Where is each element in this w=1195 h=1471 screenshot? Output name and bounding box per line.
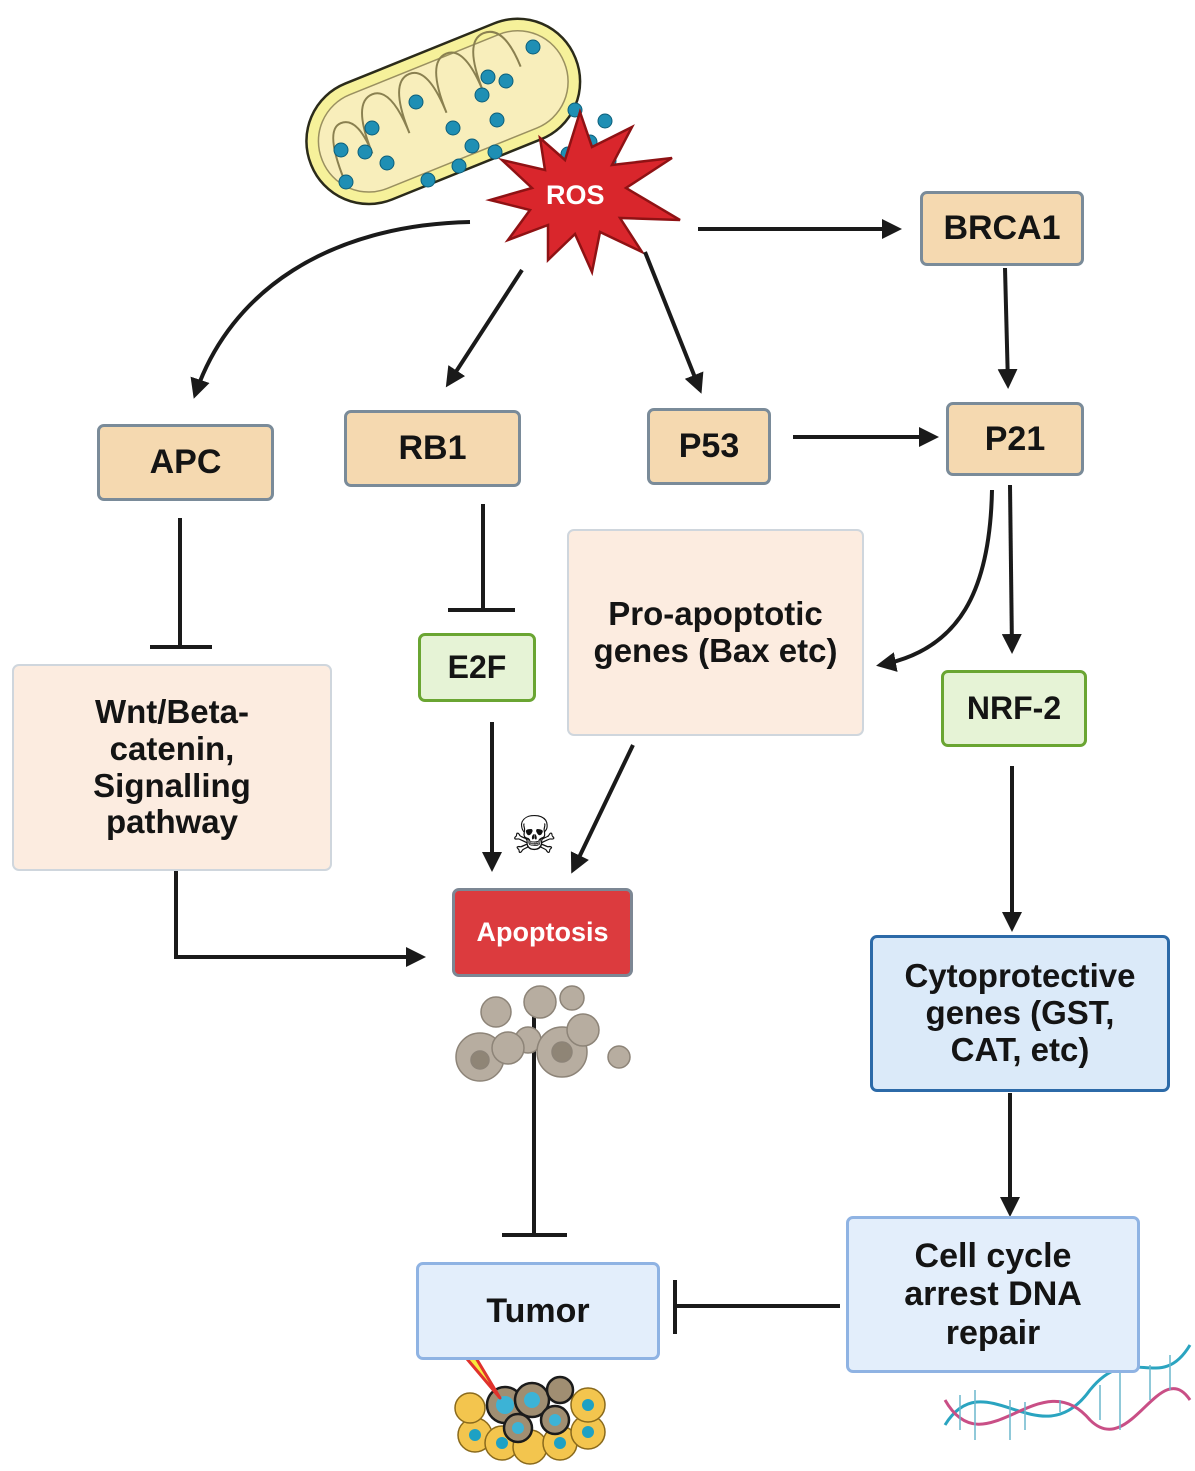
node-brca1[interactable]: BRCA1 bbox=[920, 191, 1084, 266]
node-p21[interactable]: P21 bbox=[946, 402, 1084, 476]
node-nrf2[interactable]: NRF-2 bbox=[941, 670, 1087, 747]
edge-p21-nrf2 bbox=[1001, 484, 1022, 654]
node-cell-cycle-arrest[interactable]: Cell cycle arrest DNA repair bbox=[846, 1216, 1140, 1373]
activation-arrows bbox=[174, 219, 1022, 1217]
edge-ros-rb1 bbox=[445, 268, 524, 388]
node-e2f[interactable]: E2F bbox=[418, 633, 536, 702]
node-cytoprotective-genes[interactable]: Cytoprotective genes (GST, CAT, etc) bbox=[870, 935, 1170, 1092]
inhibition-edges bbox=[150, 504, 840, 1334]
skull-crossbones-icon: ☠ bbox=[511, 807, 558, 865]
ros-label: ROS bbox=[546, 180, 605, 210]
dna-helix-icon bbox=[943, 1344, 1192, 1440]
node-p53[interactable]: P53 bbox=[647, 408, 771, 485]
node-pro-apoptotic-genes[interactable]: Pro-apoptotic genes (Bax etc) bbox=[567, 529, 864, 736]
edge-p21-proapoptotic bbox=[876, 489, 994, 672]
node-tumor[interactable]: Tumor bbox=[416, 1262, 660, 1360]
edge-rb1-e2f bbox=[448, 504, 515, 612]
edge-ros-apc bbox=[190, 220, 471, 399]
edge-wnt-apoptosis bbox=[174, 862, 426, 967]
node-apc[interactable]: APC bbox=[97, 424, 274, 501]
edge-apc-wnt bbox=[150, 518, 212, 649]
ros-burst-icon bbox=[485, 107, 681, 277]
edge-ros-p53 bbox=[643, 251, 704, 394]
edge-proapoptotic-apoptosis bbox=[570, 744, 635, 874]
edge-cellcycle-tumor bbox=[673, 1280, 840, 1334]
mitochondria-icon bbox=[305, 17, 582, 206]
apoptotic-cells-icon bbox=[455, 985, 631, 1082]
edge-brca1-p21 bbox=[997, 267, 1018, 389]
node-apoptosis[interactable]: Apoptosis bbox=[452, 888, 633, 977]
node-wnt-beta-catenin[interactable]: Wnt/Beta-catenin, Signalling pathway bbox=[12, 664, 332, 871]
node-rb1[interactable]: RB1 bbox=[344, 410, 521, 487]
